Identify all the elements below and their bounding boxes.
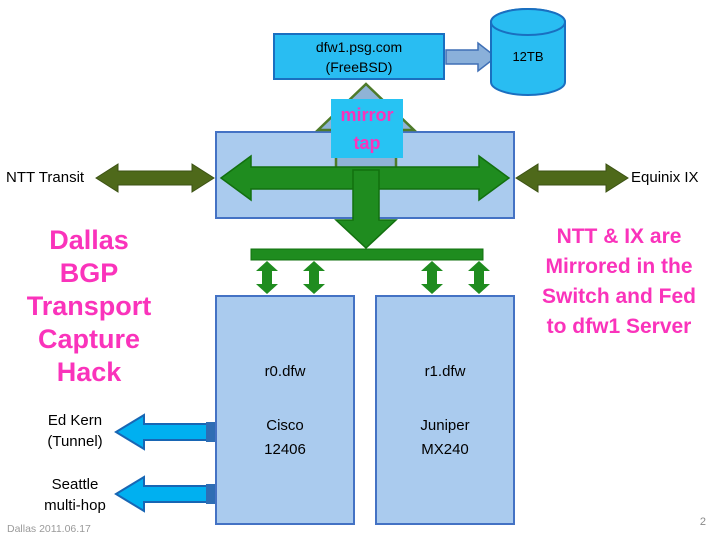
slide-title-line: Hack xyxy=(56,357,122,387)
slide-title-line: Dallas xyxy=(49,225,129,255)
seattle-label: Seattle multi-hop xyxy=(25,474,125,516)
mirror-note-line: Mirrored in the xyxy=(545,255,693,278)
router-uplink-arrow xyxy=(468,261,490,294)
router-uplink-arrow xyxy=(303,261,325,294)
seattle-arrow-endcap xyxy=(206,484,215,504)
seattle-line1: Seattle xyxy=(51,476,99,493)
ntt-transit-arrow xyxy=(95,163,215,193)
router-left-box: r0.dfw Cisco 12406 xyxy=(215,295,355,525)
page-number: 2 xyxy=(699,516,706,528)
server-box: dfw1.psg.com (FreeBSD) xyxy=(273,33,445,80)
router-uplink-arrow xyxy=(256,261,278,294)
storage-cylinder-top xyxy=(490,8,566,36)
router-right-vendor: Juniper xyxy=(420,417,470,434)
ed-kern-line2: (Tunnel) xyxy=(47,433,103,450)
mirror-tap-label: mirror tap xyxy=(331,101,403,157)
seattle-arrow xyxy=(114,475,215,513)
slide-title-line: Transport xyxy=(26,291,152,321)
equinix-arrow xyxy=(515,163,629,193)
slide-title: Dallas BGP Transport Capture Hack xyxy=(8,224,170,389)
server-os: (FreeBSD) xyxy=(325,58,393,75)
mirror-note-line: to dfw1 Server xyxy=(546,315,692,338)
mirror-note-line: Switch and Fed xyxy=(541,285,696,308)
mirror-tap-line1: mirror xyxy=(340,105,394,125)
router-uplink-arrow xyxy=(421,261,443,294)
distribution-bar xyxy=(250,248,484,261)
storage-label: 12TB xyxy=(512,49,544,64)
router-left-vendor: Cisco xyxy=(266,417,304,434)
slide-title-line: BGP xyxy=(59,258,119,288)
slide-title-line: Capture xyxy=(37,324,140,354)
server-storage-arrow xyxy=(445,41,498,73)
router-left-name: r0.dfw xyxy=(264,363,306,380)
ed-kern-label: Ed Kern (Tunnel) xyxy=(25,410,125,452)
router-right-name: r1.dfw xyxy=(424,363,466,380)
server-name: dfw1.psg.com xyxy=(315,38,403,55)
mirror-note: NTT & IX are Mirrored in the Switch and … xyxy=(520,222,718,342)
router-left-model: 12406 xyxy=(264,441,306,458)
seattle-line2: multi-hop xyxy=(44,497,106,514)
mirror-note-line: NTT & IX are xyxy=(556,225,682,248)
equinix-ix-label: Equinix IX xyxy=(631,169,699,186)
ntt-transit-label: NTT Transit xyxy=(6,169,85,186)
ed-kern-arrow-endcap xyxy=(206,422,215,442)
ed-kern-line1: Ed Kern xyxy=(47,412,103,429)
router-right-box: r1.dfw Juniper MX240 xyxy=(375,295,515,525)
footer-date: Dallas 2011.06.17 xyxy=(7,523,91,535)
router-right-model: MX240 xyxy=(421,441,469,458)
ed-kern-arrow xyxy=(114,413,215,451)
mirror-tap-line2: tap xyxy=(353,133,381,153)
